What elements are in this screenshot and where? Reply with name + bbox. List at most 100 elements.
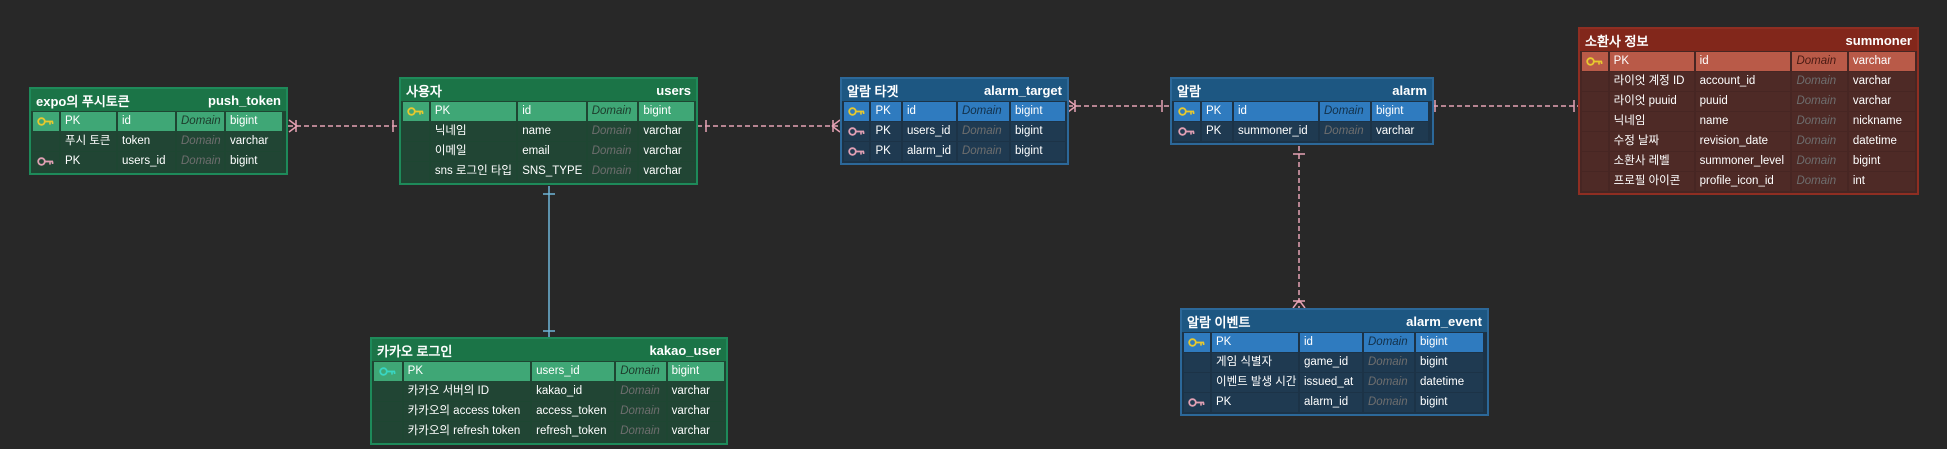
column-name: alarm_id [902,142,956,161]
attribute-label: PK [871,102,901,121]
domain-cell: Domain [1792,152,1847,171]
key-slot [374,382,402,401]
data-type: bigint [226,152,282,171]
yellow-key-icon [1582,52,1608,71]
domain-cell: Domain [1792,112,1847,131]
domain-cell: Domain [1364,333,1414,352]
domain-cell: Domain [616,422,666,441]
attribute-label: 카카오의 access token [403,402,531,421]
attribute-label: 이벤트 발생 시간 [1212,373,1298,392]
domain-cell: Domain [1320,102,1370,121]
attribute-label: 라이엇 계정 ID [1609,72,1694,91]
teal-key-icon [374,362,402,381]
key-slot [403,122,429,141]
data-type: bigint [1416,333,1483,352]
column-name: token [118,132,175,151]
entity-header: 소환사 정보 summoner [1580,29,1917,51]
column-name: issued_at [1300,373,1362,392]
column-name: refresh_token [532,422,615,441]
attribute-label: PK [403,362,531,381]
column-name: access_token [532,402,615,421]
column-name: id [1300,333,1362,352]
data-type: varchar [1848,52,1915,71]
entity-physical-name: summoner [1845,32,1912,48]
attribute-label: 카카오 서버의 ID [403,382,531,401]
column-name: id [118,112,175,131]
entity-logical-name: 사용자 [406,83,442,99]
entity-logical-name: 카카오 로그인 [377,343,453,359]
attribute-label: sns 로그인 타입 [430,162,517,181]
attribute-label: PK [61,152,116,171]
domain-cell: Domain [1364,353,1414,372]
yellow-key-icon [1184,333,1210,352]
data-type: varchar [1848,92,1915,111]
attribute-label: PK [1212,333,1298,352]
key-slot [374,422,402,441]
attribute-label: PK [1212,393,1298,412]
data-type: nickname [1848,112,1915,131]
attribute-label: 소환사 레벨 [1609,152,1694,171]
domain-cell: Domain [177,112,224,131]
data-type: bigint [667,362,724,381]
data-type: bigint [1011,142,1065,161]
entity-physical-name: alarm_target [983,82,1062,98]
key-slot [1582,172,1608,191]
attribute-label: PK [430,102,517,121]
pink-key-icon [1184,393,1210,412]
data-type: varchar [1848,72,1915,91]
domain-cell: Domain [587,142,638,161]
column-name: email [518,142,586,161]
pink-key-icon [844,142,870,161]
attribute-label: 프로필 아이콘 [1609,172,1694,191]
column-name: users_id [902,122,956,141]
yellow-key-icon [403,102,429,121]
entity-logical-name: 알람 이벤트 [1187,314,1251,330]
column-name: alarm_id [1300,393,1362,412]
domain-cell: Domain [1364,393,1414,412]
column-name: name [518,122,586,141]
data-type: bigint [1416,393,1483,412]
key-slot [1582,92,1608,111]
column-name: summoner_level [1695,152,1791,171]
column-name: summoner_id [1234,122,1318,141]
key-slot [403,142,429,161]
data-type: varchar [1372,122,1428,141]
key-slot [1582,112,1608,131]
